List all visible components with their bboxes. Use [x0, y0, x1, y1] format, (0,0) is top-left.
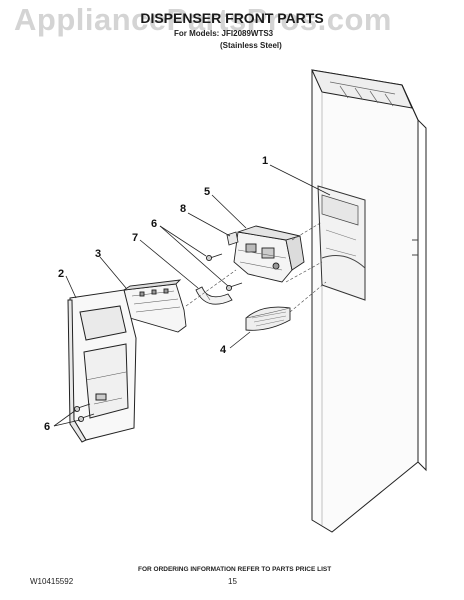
drip-tray-part	[245, 306, 291, 331]
callout-1: 1	[262, 155, 268, 167]
callout-7: 7	[132, 232, 138, 244]
callout-4: 4	[220, 344, 227, 356]
page-number: 15	[228, 577, 237, 586]
page-title: DISPENSER FRONT PARTS	[140, 10, 324, 26]
ordering-note: FOR ORDERING INFORMATION REFER TO PARTS …	[138, 566, 332, 573]
callout-2: 2	[58, 268, 64, 280]
callout-6-lower: 6	[44, 421, 50, 433]
watermark: AppliancePartsPros.com	[14, 2, 392, 37]
finish-line: (Stainless Steel)	[220, 41, 282, 50]
leader-lines	[53, 164, 331, 427]
callout-5: 5	[204, 186, 210, 198]
front-bezel-part	[67, 289, 137, 443]
dispenser-module-part	[233, 225, 305, 283]
curved-bracket-part	[195, 286, 233, 305]
document-id: W10415592	[30, 577, 74, 586]
screw-part	[205, 253, 243, 292]
callout-8: 8	[180, 203, 186, 215]
control-frame-part	[123, 279, 187, 333]
door-panel	[311, 69, 427, 533]
clip-part	[226, 231, 239, 246]
model-line: For Models: JFI2089WTS3	[174, 29, 274, 38]
callout-3: 3	[95, 248, 101, 260]
callout-6-upper: 6	[151, 218, 157, 230]
